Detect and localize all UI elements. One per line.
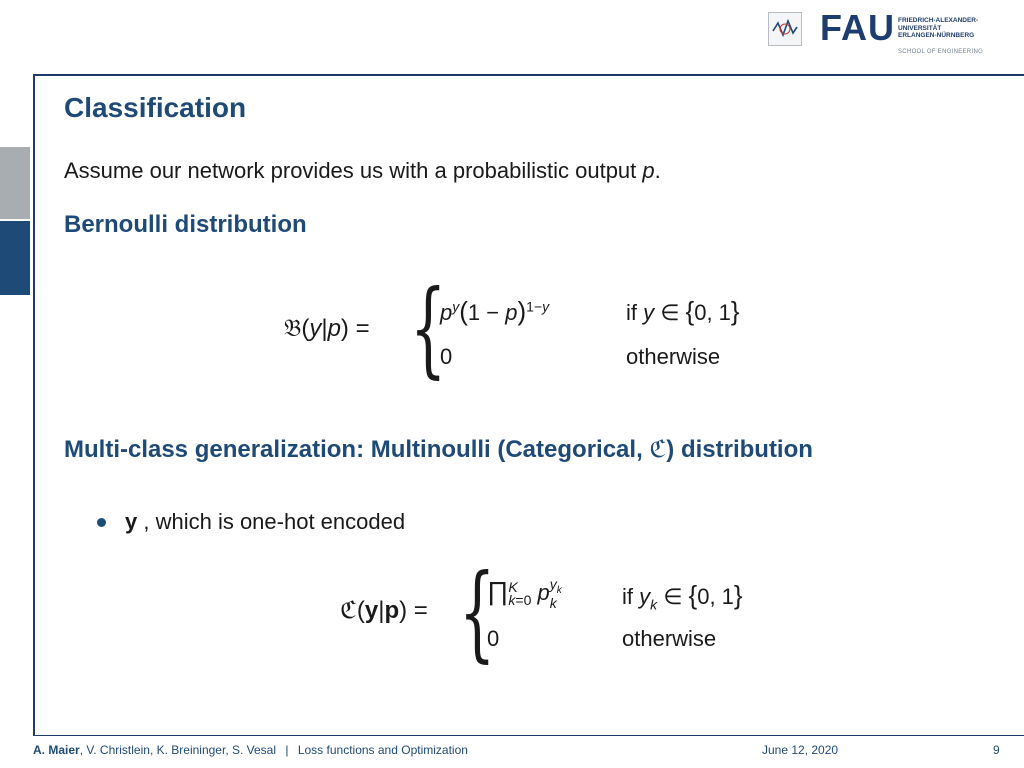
bernoulli-lhs: 𝔅(y|p) =	[284, 314, 370, 342]
frame-top-rule	[33, 74, 1024, 76]
frame-bottom-rule	[33, 735, 1024, 736]
side-tab-inactive	[0, 147, 30, 219]
categorical-case2-expr: 0	[487, 626, 500, 651]
categorical-lhs: ℭ(y|p) =	[340, 596, 428, 624]
page-number: 9	[993, 743, 1000, 757]
university-name-line: FRIEDRICH-ALEXANDER-	[898, 17, 979, 24]
university-name: FRIEDRICH-ALEXANDER- UNIVERSITÄT ERLANGE…	[898, 17, 978, 40]
intro-sentence: Assume our network provides us with a pr…	[64, 158, 643, 183]
university-name-line: UNIVERSITÄT	[898, 24, 942, 32]
intro-variable: p	[642, 158, 655, 183]
footer-authors: A. Maier, V. Christlein, K. Breininger, …	[33, 743, 468, 757]
slide-title: Classification	[64, 92, 247, 123]
bernoulli-case2-expr: 0	[440, 344, 453, 369]
categorical-brace: {	[459, 551, 496, 673]
footer-separator: |	[285, 743, 289, 757]
bernoulli-heading: Bernoulli distribution	[64, 211, 307, 238]
university-name-line: ERLANGEN-NÜRNBERG	[898, 32, 975, 39]
multinoulli-heading-pre: Multi-class generalization: Multinoulli …	[64, 436, 650, 463]
categorical-symbol: ℭ	[649, 435, 667, 463]
footer-co-authors: , V. Christlein, K. Breininger, S. Vesal	[79, 743, 277, 757]
lecture-logo-icon	[768, 12, 802, 46]
bullet-dot-icon	[97, 518, 106, 527]
multinoulli-heading-post: ) distribution	[666, 436, 813, 463]
multinoulli-heading: Multi-class generalization: Multinoulli …	[64, 435, 813, 464]
frame-left-rule	[33, 74, 35, 736]
footer-lecture-title: Loss functions and Optimization	[297, 743, 468, 757]
bullet-text: , which is one-hot encoded	[137, 509, 406, 534]
footer-date: June 12, 2020	[762, 743, 839, 757]
footer-main-author: A. Maier	[33, 743, 80, 757]
bernoulli-case1-expr: py(1 − p)1−y	[440, 296, 550, 326]
side-tab-active	[0, 221, 30, 295]
bernoulli-case1-cond: if y ∈ {0, 1}	[626, 296, 740, 326]
intro-text: Assume our network provides us with a pr…	[64, 158, 661, 184]
bernoulli-case2-cond: otherwise	[626, 344, 721, 369]
school-name: SCHOOL OF ENGINEERING	[898, 49, 984, 55]
bernoulli-brace: {	[410, 267, 447, 389]
bullet-bold-var: y	[125, 509, 138, 534]
intro-period: .	[654, 158, 661, 183]
categorical-case1-cond: if yk ∈ {0, 1}	[622, 580, 743, 613]
fau-logo: FAU	[820, 7, 895, 48]
bullet-item: y , which is one-hot encoded	[125, 509, 405, 535]
categorical-case2-cond: otherwise	[622, 626, 717, 651]
